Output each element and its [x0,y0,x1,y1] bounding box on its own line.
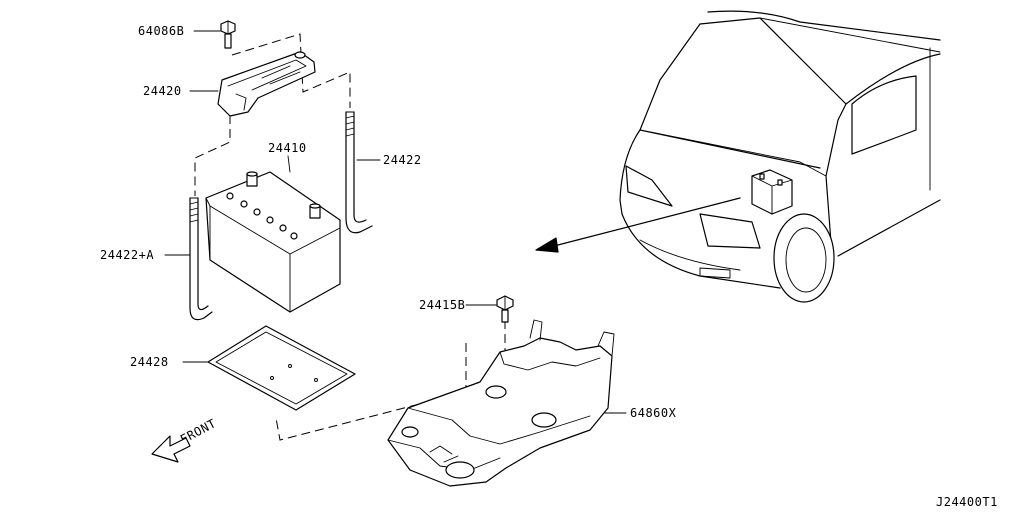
label-support-bracket: 64860X [630,406,677,420]
location-arrow-icon [535,197,741,253]
label-battery: 24410 [268,141,307,155]
vehicle-illustration [619,10,941,303]
rod-left-part [189,197,213,321]
rod-right-part [345,111,373,234]
battery-tray-pad-part [207,325,356,411]
label-battery-tray-pad: 24428 [130,355,169,369]
label-clamp-bolt: 64086B [138,24,184,38]
label-battery-frame: 24420 [143,84,182,98]
support-bracket-part [387,319,615,487]
label-tray-bolt: 24415B [419,298,465,312]
tray-bolt-part [496,295,514,323]
battery-frame-part [217,51,316,117]
label-diagram-code: J24400T1 [936,495,998,509]
battery-part [205,171,341,313]
clamp-bolt-part [220,20,236,49]
front-arrow-icon [151,435,191,463]
label-rod-left: 24422+A [100,248,154,262]
label-rod-right: 24422 [383,153,422,167]
